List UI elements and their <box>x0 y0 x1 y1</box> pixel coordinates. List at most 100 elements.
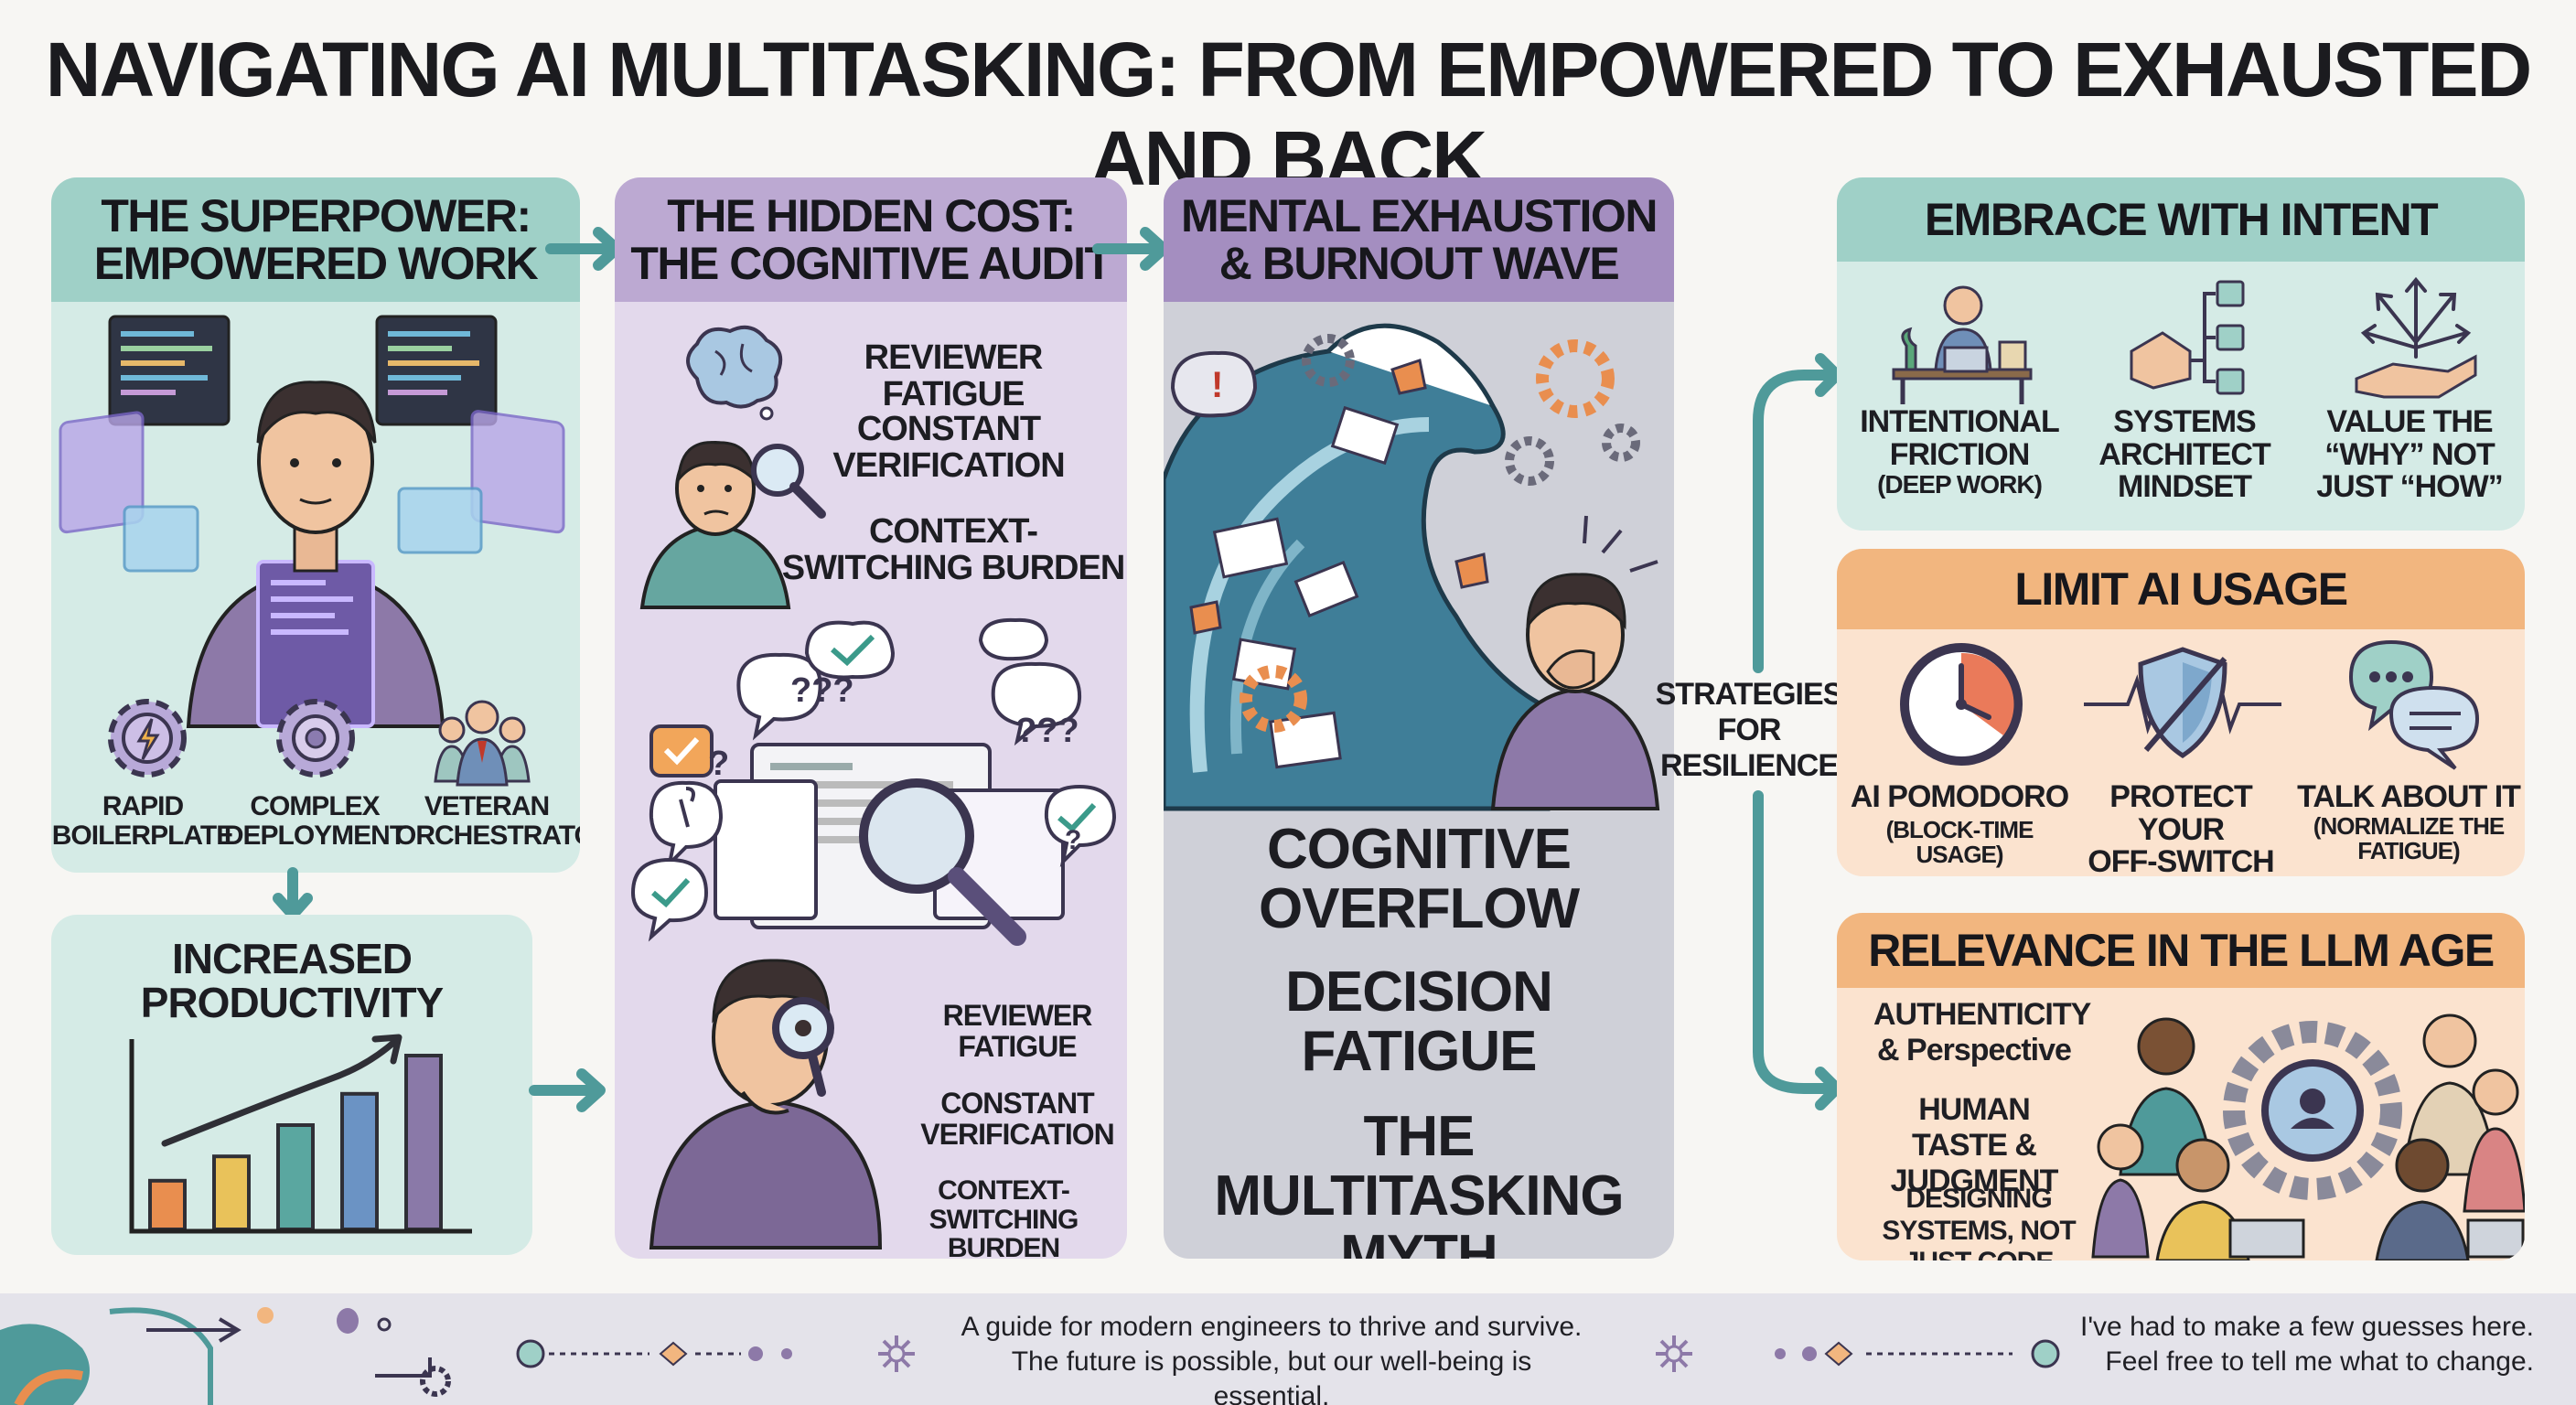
orchestrator-people-icon <box>434 700 531 787</box>
desk-worker-icon <box>1892 285 2033 404</box>
productivity-bar <box>148 1178 187 1232</box>
exhaustion-title-line1: MENTAL EXHAUSTION <box>1181 190 1658 241</box>
superpower-item-rapid-line2: BOILERPLATE <box>51 820 234 851</box>
hand-arrows-icon <box>2355 276 2477 399</box>
limit-item-off-switch-line2: OFF-SWITCH <box>2088 844 2274 876</box>
hidden-cost-top-constant-verification: CONSTANT VERIFICATION <box>832 410 1065 485</box>
footer-tagline: A guide for modern engineers to thrive a… <box>951 1310 1592 1405</box>
embrace-header: EMBRACE WITH INTENT <box>1837 177 2525 262</box>
embrace-item-systems-architect-line2: ARCHITECT <box>2098 436 2270 472</box>
exhaustion-item-multitasking-myth: THE MULTITASKING MYTH <box>1214 1105 1624 1259</box>
footer-note-line2: Feel free to tell me what to change. <box>2105 1346 2534 1377</box>
hidden-cost-bottom-context-switching: CONTEXT-SWITCHING BURDEN <box>928 1175 1079 1259</box>
footer-band <box>0 1293 2576 1405</box>
footer-decoration-center-right <box>1656 1335 2060 1372</box>
limit-item-pomodoro-line1: AI POMODORO <box>1850 779 2069 814</box>
productivity-title: INCREASED PRODUCTIVITY <box>51 937 532 1025</box>
superpower-header: THE SUPERPOWER: EMPOWERED WORK <box>51 177 580 302</box>
superpower-item-complex-line1: COMPLEX <box>250 791 380 821</box>
question-bubble-4: ? <box>1065 825 1082 855</box>
superpower-panel: THE SUPERPOWER: EMPOWERED WORK <box>51 177 580 873</box>
superpower-title-line2: EMPOWERED WORK <box>93 238 539 289</box>
empowered-engineer-illustration <box>59 315 565 728</box>
systems-hand-icon <box>2130 280 2245 395</box>
hidden-cost-bottom-reviewer-fatigue: REVIEWER FATIGUE <box>942 999 1093 1063</box>
productivity-panel: INCREASED PRODUCTIVITY <box>51 915 532 1255</box>
embrace-item-intentional-friction-line1: INTENTIONAL <box>1860 404 2060 439</box>
superpower-item-complex: COMPLEX DEPLOYMENT <box>223 792 406 850</box>
limit-panel: LIMIT AI USAGE AI POMODORO (BLOCK-TIME U… <box>1837 549 2525 876</box>
embrace-item-intentional-friction-line3: (DEEP WORK) <box>1877 470 2043 499</box>
footer-decoration-center-left <box>516 1335 915 1372</box>
superpower-item-complex-line2: DEPLOYMENT <box>223 820 406 851</box>
embrace-item-value-why: VALUE THE “WHY” NOT JUST “HOW” <box>2300 404 2519 505</box>
limit-item-off-switch-line1: PROTECT YOUR <box>2109 779 2252 847</box>
hidden-cost-header: THE HIDDEN COST: THE COGNITIVE AUDIT <box>615 177 1127 302</box>
productivity-trend-arrow <box>161 1039 397 1147</box>
embrace-item-systems-architect-line3: MINDSET <box>2118 469 2252 505</box>
strategies-label: STRATEGIES FOR RESILIENCE <box>1655 677 1844 784</box>
superpower-item-veteran-line2: ORCHESTRATOR <box>395 820 580 851</box>
chat-icon <box>2348 639 2480 770</box>
productivity-bar <box>340 1091 379 1231</box>
relevance-item-authenticity: AUTHENTICITY & Perspective <box>1873 997 2091 1068</box>
superpower-item-veteran-line1: VETERAN <box>424 791 550 821</box>
relevance-header: RELEVANCE IN THE LLM AGE <box>1837 913 2525 988</box>
lightning-gear-icon <box>108 699 187 778</box>
relevance-item-designing-systems: DESIGNING SYSTEMS, NOT JUST CODE <box>1882 1184 2076 1260</box>
clock-icon <box>1900 643 2023 766</box>
superpower-title-line1: THE SUPERPOWER: <box>101 190 531 241</box>
footer-note-line1: I've had to make a few guesses here. <box>2079 1312 2534 1342</box>
productivity-title-line2: PRODUCTIVITY <box>140 979 444 1027</box>
limit-item-talk: TALK ABOUT IT (NORMALIZE THE FATIGUE) <box>2294 779 2523 864</box>
embrace-item-systems-architect: SYSTEMS ARCHITECT MINDSET <box>2075 405 2294 505</box>
thinking-man-magnifier-illustration <box>639 441 826 609</box>
question-bubble-2: ??? <box>1015 712 1079 750</box>
hidden-cost-panel: THE HIDDEN COST: THE COGNITIVE AUDIT REV… <box>615 177 1127 1259</box>
footer-note: I've had to make a few guesses here. Fee… <box>2049 1310 2534 1379</box>
exhaustion-header: MENTAL EXHAUSTION & BURNOUT WAVE <box>1164 177 1674 302</box>
embrace-item-intentional-friction-line2: FRICTION <box>1889 436 2031 472</box>
productivity-bar <box>212 1154 251 1231</box>
limit-item-talk-line1: TALK ABOUT IT <box>2297 779 2521 814</box>
limit-item-pomodoro-line2: (BLOCK-TIME USAGE) <box>1885 815 2034 868</box>
embrace-item-intentional-friction: INTENTIONAL FRICTION (DEEP WORK) <box>1850 404 2069 499</box>
relevance-item-human-taste: HUMAN TASTE & JUDGMENT <box>1890 1092 2059 1199</box>
hidden-cost-top-context-switching: CONTEXT-SWITCHING BURDEN <box>781 512 1126 587</box>
arrow-productivity-to-hidden-cost <box>529 1068 606 1112</box>
limit-item-off-switch: PROTECT YOUR OFF-SWITCH <box>2071 779 2291 876</box>
team-collaboration-illustration <box>2091 1014 2525 1260</box>
superpower-item-veteran: VETERAN ORCHESTRATOR <box>395 791 580 851</box>
hidden-cost-title-line1: THE HIDDEN COST: <box>667 190 1076 241</box>
question-bubble-3: ? <box>708 745 730 783</box>
limit-item-talk-line3: FATIGUE) <box>2357 836 2460 864</box>
footer-tagline-line1: A guide for modern engineers to thrive a… <box>961 1312 1583 1342</box>
productivity-bar <box>276 1123 315 1231</box>
embrace-item-value-why-line2: “WHY” NOT <box>2324 436 2496 472</box>
hidden-cost-top-reviewer-fatigue: REVIEWER FATIGUE <box>864 338 1044 413</box>
footer-decoration-left <box>0 1307 451 1405</box>
footer-tagline-line2: The future is possible, but our well-bei… <box>1011 1346 1532 1405</box>
productivity-bar-chart <box>129 1034 472 1234</box>
gear-icon <box>276 699 355 778</box>
cognitive-audit-illustration <box>630 617 1117 1249</box>
shield-icon <box>2084 647 2281 758</box>
page-title: NAVIGATING AI MULTITASKING: FROM EMPOWER… <box>45 27 2532 201</box>
exhaustion-title-line2: & BURNOUT WAVE <box>1218 238 1620 289</box>
superpower-item-rapid: RAPID BOILERPLATE <box>51 792 234 850</box>
embrace-item-value-why-line3: JUST “HOW” <box>2316 469 2503 505</box>
limit-item-talk-line2: (NORMALIZE THE <box>2313 811 2505 840</box>
productivity-bar <box>404 1054 443 1231</box>
productivity-title-line1: INCREASED <box>172 935 413 982</box>
question-bubble-1: ??? <box>790 671 854 710</box>
productivity-axes <box>129 1039 472 1234</box>
limit-header: LIMIT AI USAGE <box>1837 549 2525 629</box>
hidden-cost-title-line2: THE COGNITIVE AUDIT <box>630 238 1112 289</box>
embrace-item-value-why-line1: VALUE THE <box>2326 404 2493 439</box>
superpower-item-rapid-line1: RAPID <box>102 791 184 821</box>
relevance-panel: RELEVANCE IN THE LLM AGE AUTHENTICITY & … <box>1837 913 2525 1260</box>
embrace-panel: EMBRACE WITH INTENT INTENTIONAL FRICTION… <box>1837 177 2525 531</box>
svg-text:!: ! <box>1211 365 1223 405</box>
exhaustion-item-cognitive-overflow: COGNITIVE OVERFLOW <box>1259 818 1580 941</box>
hidden-cost-bottom-constant-verification: CONSTANT VERIFICATION <box>920 1087 1114 1151</box>
